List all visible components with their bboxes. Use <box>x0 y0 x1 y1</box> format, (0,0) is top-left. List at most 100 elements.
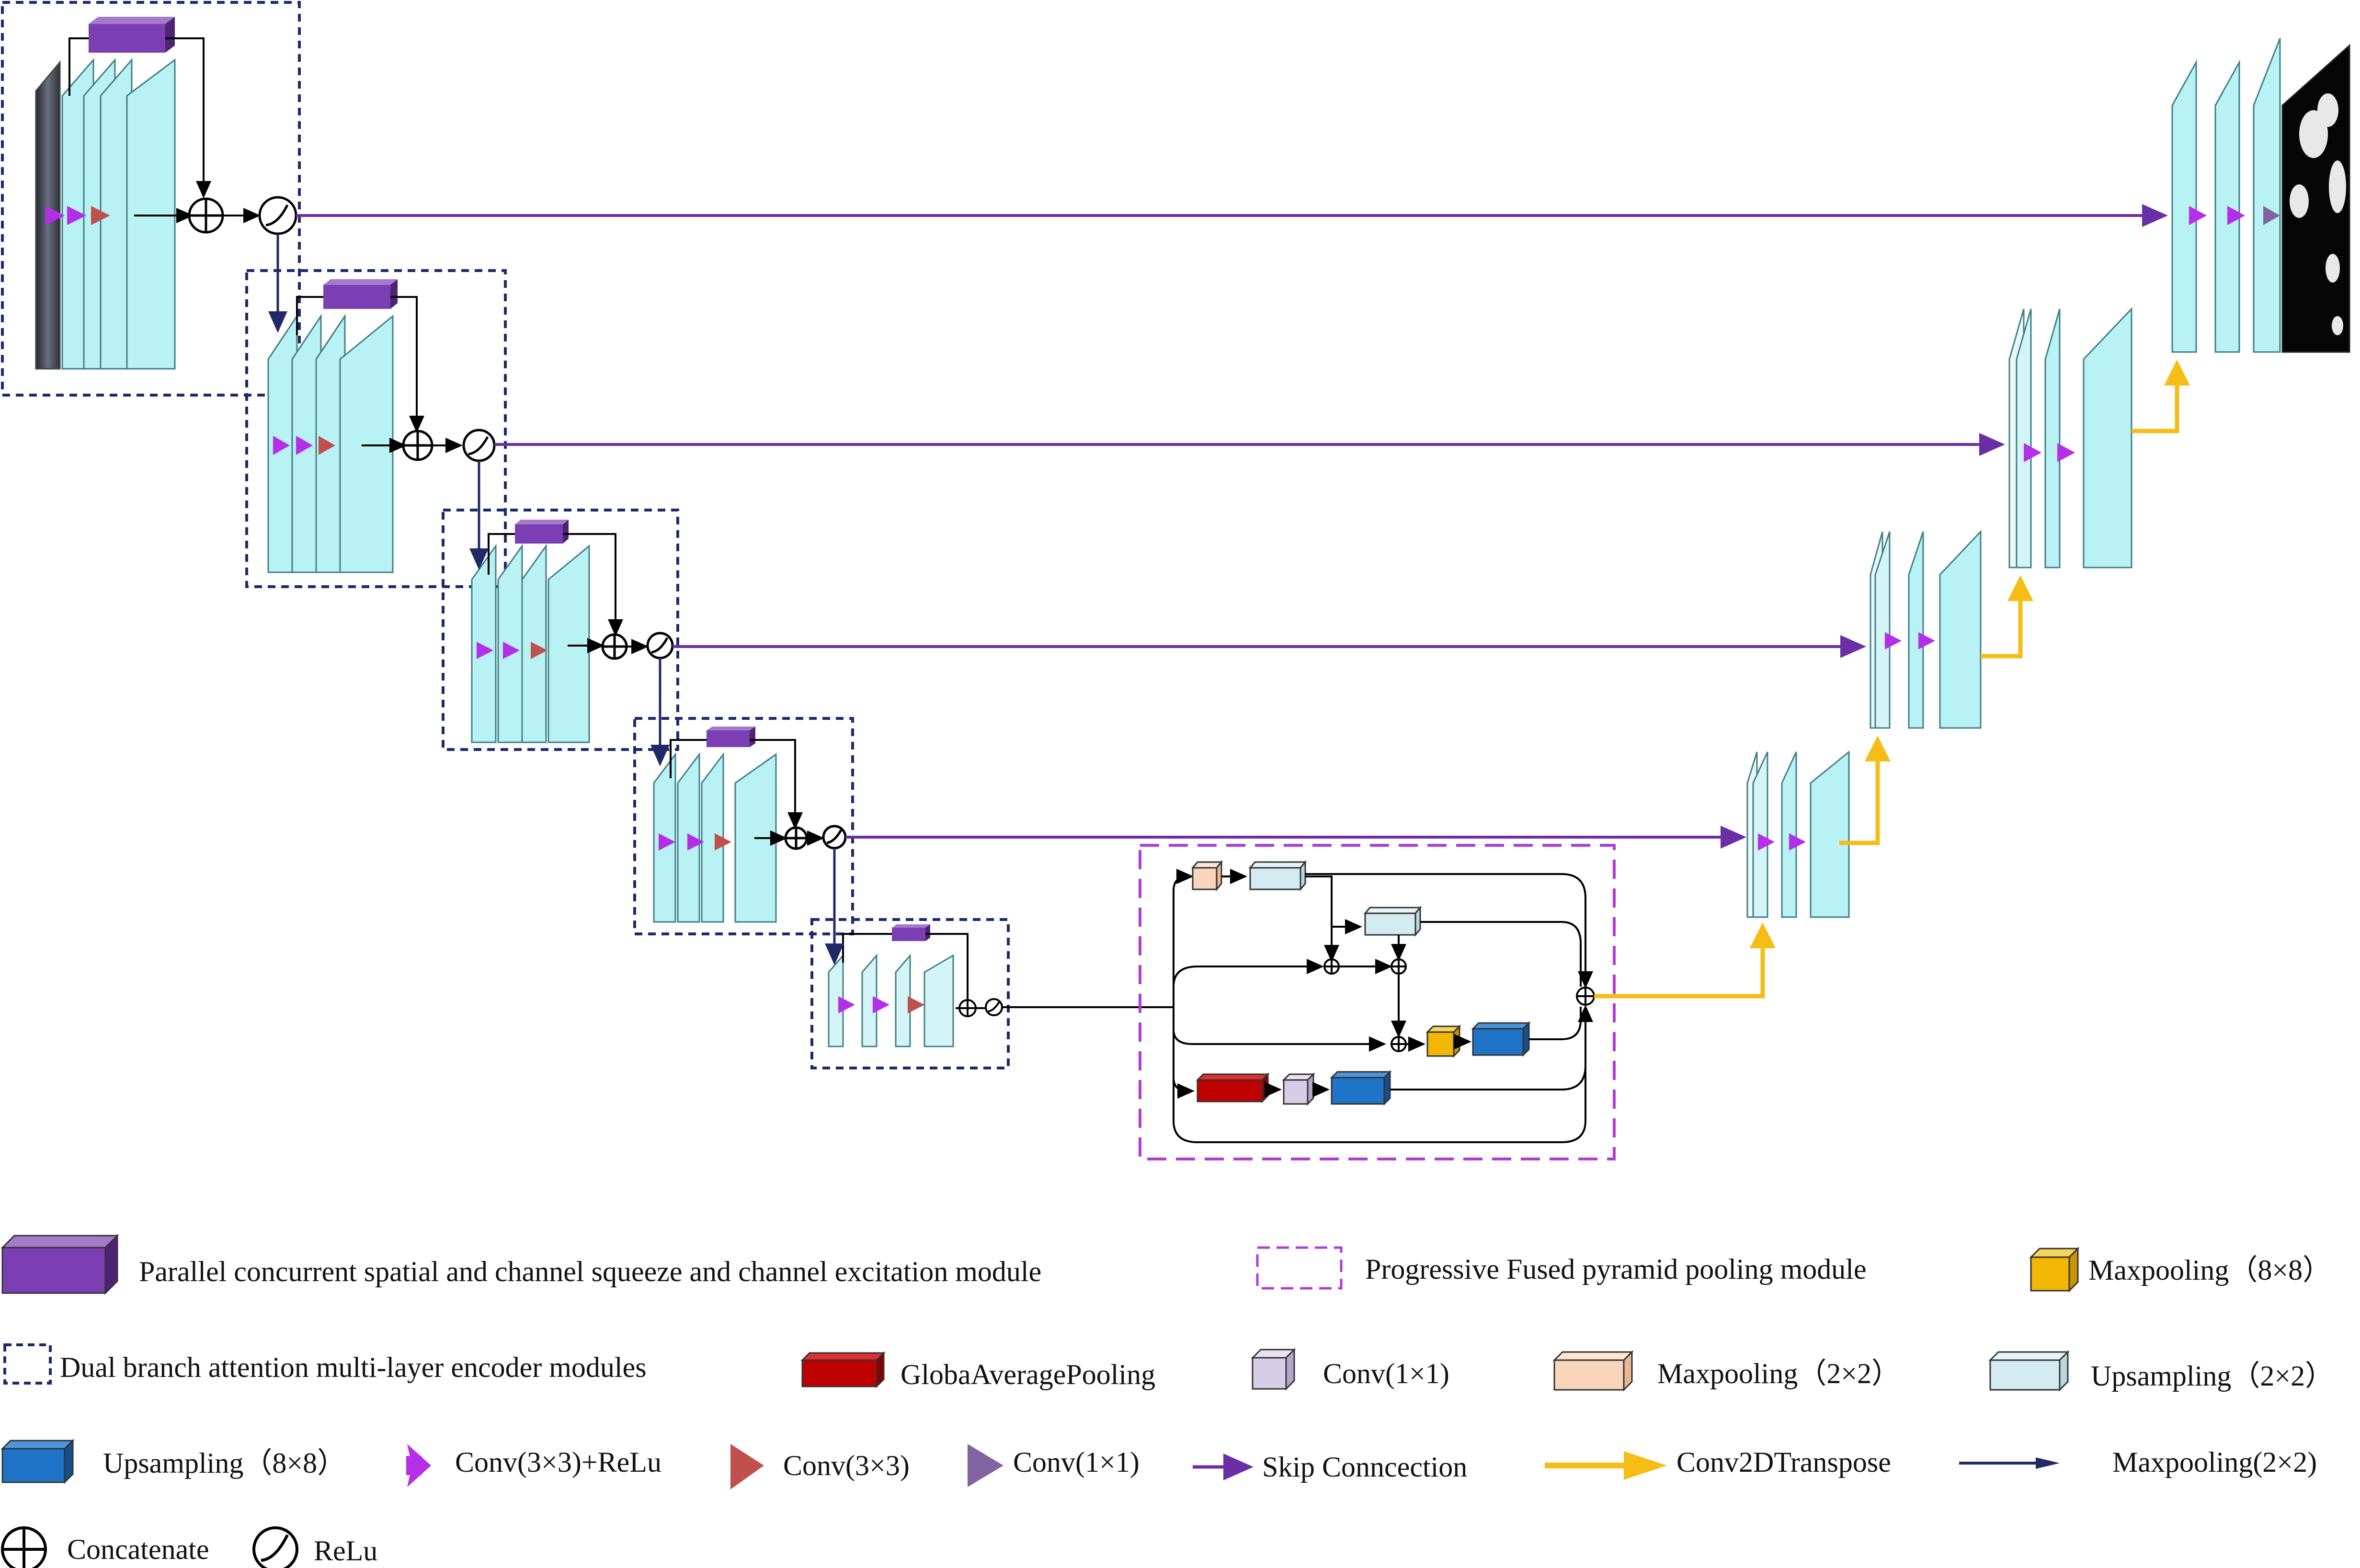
encoder-module-box <box>442 509 679 751</box>
conv-relu-arrow <box>1918 632 1935 649</box>
feature-map <box>701 752 724 923</box>
legend-label: Concatenate <box>67 1534 209 1565</box>
concatenate-node <box>958 999 977 1017</box>
legend-item-relu: ReLu <box>252 1526 377 1568</box>
conv2dtranspose-arrows <box>1594 360 2190 999</box>
legend-label: Conv(3×3)+ReLu <box>455 1446 661 1478</box>
legend-label: Dual branch attention multi-layer encode… <box>60 1352 647 1383</box>
encoder-level-1 <box>1 1 301 397</box>
pcsse-module <box>89 17 175 53</box>
conv-relu-arrow <box>296 436 313 455</box>
legend-label: Upsampling（8×8） <box>103 1447 346 1479</box>
concatenate-node <box>1323 958 1340 975</box>
decoder-level-4 <box>1746 750 1850 918</box>
conv-relu-arrow <box>2189 206 2207 225</box>
upsampling-2x2-block <box>1248 860 1307 892</box>
conv-relu-arrow <box>838 996 855 1013</box>
feature-map <box>1752 751 1768 918</box>
conv-arrow <box>531 642 547 659</box>
relu-node <box>258 196 297 235</box>
conv-relu-arrow <box>1789 833 1806 851</box>
legend-item-dual-branch: Dual branch attention multi-layer encode… <box>3 1343 647 1385</box>
encoder-module-box <box>245 269 507 588</box>
legend-label: Maxpooling（2×2） <box>1657 1358 1900 1389</box>
conv-arrow <box>91 206 110 225</box>
feature-map <box>547 544 590 743</box>
feature-map <box>2083 307 2132 568</box>
feature-map <box>1810 750 1850 918</box>
encoder-module-box <box>810 918 1010 1069</box>
skip-connections <box>296 204 2168 849</box>
legend-label: Maxpooling（8×8） <box>2088 1254 2331 1286</box>
feature-map <box>126 58 176 370</box>
concatenate-node <box>784 826 808 850</box>
pcsse-module <box>707 727 755 747</box>
conv-relu-arrow <box>1758 833 1775 851</box>
encoder-level-4 <box>633 717 854 935</box>
legend-label: Upsampling（2×2） <box>2091 1360 2334 1392</box>
conv-relu-arrow <box>2024 443 2041 462</box>
concatenate-node <box>1391 1036 1407 1052</box>
legend-item-maxpool-8x8: Maxpooling（8×8） <box>2029 1247 2331 1293</box>
legend-label: Maxpooling(2×2) <box>2112 1446 2317 1478</box>
encoder-module-box <box>1 1 301 397</box>
concatenate-node <box>1576 987 1595 1006</box>
feature-map <box>471 544 497 743</box>
legend-label: Conv(1×1) <box>1323 1358 1449 1389</box>
feature-map <box>861 953 878 1047</box>
encoder-module-box <box>633 717 854 935</box>
maxpool-8x8-block <box>1425 1024 1461 1058</box>
conv-relu-arrow <box>2227 206 2245 225</box>
upsampling-2x2-block <box>1363 905 1422 937</box>
conv-arrow <box>715 833 731 851</box>
conv-relu-arrow <box>46 206 65 225</box>
encoder-level-2 <box>245 269 507 588</box>
legend-item-maxpool-2x2: Maxpooling（2×2） <box>1552 1350 1900 1392</box>
concatenate-node <box>601 633 628 660</box>
pyramid-pooling-module <box>1139 844 1616 1160</box>
concatenate-node <box>402 430 433 461</box>
legend-item-maxpool-arrow: Maxpooling(2×2) <box>1959 1446 2317 1478</box>
legend-label: Conv(3×3) <box>783 1450 910 1481</box>
decoder-level-3 <box>1870 530 1982 729</box>
global-average-pooling-block <box>1196 1072 1270 1103</box>
upsampling-8x8-block <box>1471 1021 1531 1057</box>
conv-1x1-block <box>1282 1072 1315 1106</box>
decoder-level-2 <box>2008 307 2132 568</box>
legend-item-pfpp: Progressive Fused pyramid pooling module <box>1256 1246 1867 1290</box>
legend-label: Skip Conncection <box>1262 1451 1467 1483</box>
legend-label: Conv(1×1) <box>1013 1446 1140 1478</box>
feature-map <box>339 314 394 573</box>
conv-relu-arrow <box>477 642 493 659</box>
feature-map <box>923 954 954 1047</box>
feature-map <box>2171 59 2197 353</box>
legend-item-conv-1x1-box: Conv(1×1) <box>1251 1348 1449 1391</box>
legend-label: GlobaAveragePooling <box>901 1359 1155 1390</box>
feature-map <box>1939 530 1982 729</box>
decoder-level-1 <box>2171 38 2350 353</box>
upsampling-8x8-block <box>1330 1070 1392 1106</box>
conv-relu-arrow <box>273 436 290 455</box>
legend-label: Progressive Fused pyramid pooling module <box>1365 1253 1867 1285</box>
feature-map <box>1874 531 1891 729</box>
legend-item-conv33-relu: Conv(3×3)+ReLu <box>406 1444 661 1487</box>
conv-relu-arrow <box>659 833 675 851</box>
encoder-maxpool-arrows <box>268 234 844 965</box>
feature-map <box>2044 308 2061 568</box>
mask-foreground <box>2290 93 2346 335</box>
maxpool-2x2-block <box>1191 860 1223 892</box>
legend-item-upsampling-8x8: Upsampling（8×8） <box>0 1439 346 1484</box>
feature-map <box>1908 531 1924 729</box>
legend-item-gap: GlobaAveragePooling <box>800 1351 1155 1390</box>
conv-relu-arrow <box>687 833 704 851</box>
conv-arrow <box>908 996 924 1013</box>
legend-label: ReLu <box>314 1535 377 1567</box>
feature-map <box>895 953 911 1047</box>
legend-item-skip: Skip Conncection <box>1193 1451 1467 1483</box>
legend-item-concatenate: Concatenate <box>1 1526 209 1568</box>
conv-relu-arrow <box>2057 443 2075 462</box>
concatenate-node <box>1391 958 1407 975</box>
relu-node <box>646 632 674 659</box>
pcsse-module <box>892 924 930 941</box>
